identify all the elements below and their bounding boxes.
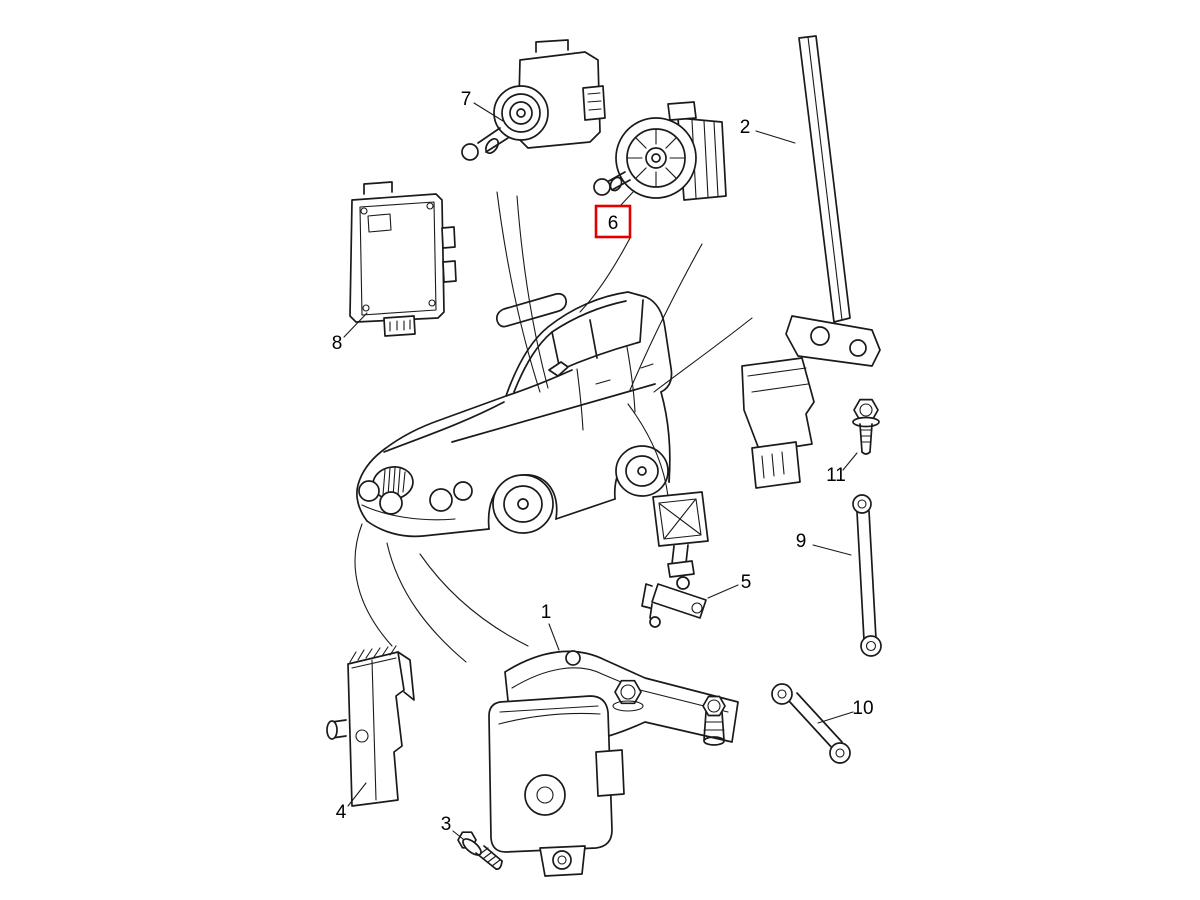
part-2-label[interactable]: 2 (740, 117, 751, 138)
part-5-sensor-link (641, 491, 709, 628)
part-11-bolt (852, 398, 880, 455)
part-9-label[interactable]: 9 (796, 531, 807, 552)
part-6-leveling-motor (593, 101, 727, 201)
part-7-leveling-motor (461, 39, 606, 161)
part-8-label[interactable]: 8 (332, 333, 343, 354)
callout-labels: 1 2 3 4 5 6 7 8 9 10 11 (332, 89, 874, 840)
part-4-mounting-bracket (326, 645, 415, 807)
part-2-link-rod-assembly (741, 35, 881, 489)
part-11-label[interactable]: 11 (826, 465, 846, 486)
part-8-control-module (349, 181, 457, 337)
selected-part-highlight-box (594, 204, 632, 239)
part-3-label[interactable]: 3 (441, 814, 452, 835)
part-5-label[interactable]: 5 (741, 572, 752, 593)
part-7-label[interactable]: 7 (461, 89, 472, 110)
part-3-screw (457, 831, 503, 870)
callout-curves (354, 191, 753, 663)
part-10-short-link-rod (771, 683, 851, 764)
part-1-height-sensor-assembly (488, 650, 739, 877)
part-4-label[interactable]: 4 (336, 802, 347, 823)
part-10-label[interactable]: 10 (852, 698, 873, 719)
part-6-label[interactable]: 6 (608, 213, 619, 234)
part-9-link-rod (852, 494, 882, 657)
part-1-label[interactable]: 1 (541, 602, 552, 623)
car-illustration (356, 291, 673, 538)
